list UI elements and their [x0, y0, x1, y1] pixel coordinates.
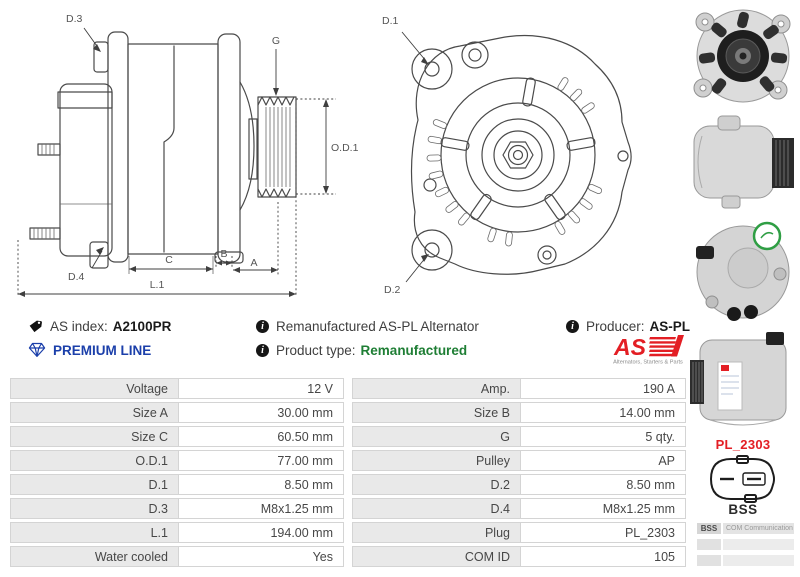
front-view-dimensions: D.1 D.2 — [382, 15, 429, 296]
spec-value: 8.50 mm — [178, 474, 344, 495]
as-index-value: A2100PR — [112, 318, 172, 334]
producer-value: AS-PL — [649, 318, 691, 334]
spec-label: D.4 — [352, 498, 520, 519]
product-type-row: i Product type: Remanufactured — [256, 338, 556, 362]
spec-label: O.D.1 — [10, 450, 178, 471]
info-circle-icon: i — [565, 319, 579, 333]
product-photo-labelled — [690, 332, 787, 426]
dim-label-a: A — [250, 257, 257, 269]
spec-value: 105 — [520, 546, 686, 567]
spec-value: M8x1.25 mm — [520, 498, 686, 519]
plug-code-label: PL_2303 — [715, 437, 771, 452]
spec-label: COM ID — [352, 546, 520, 567]
spec-value: 77.00 mm — [178, 450, 344, 471]
brand-logo: AS Alternators, Starters & Parts — [602, 335, 690, 366]
pin-table: BSS COM Communication — [697, 523, 794, 566]
dim-label-l1: L.1 — [150, 279, 165, 291]
product-photo-rear — [696, 221, 790, 321]
spec-label: G — [352, 426, 520, 447]
dim-label-b: B — [220, 248, 227, 260]
product-type-value: Remanufactured — [360, 342, 468, 358]
dim-label-d1: D.1 — [382, 15, 399, 27]
product-title: Remanufactured AS-PL Alternator — [276, 318, 479, 334]
info-band: AS index: A2100PR PREMIUM LINE i Remanuf… — [0, 306, 690, 374]
spec-label: Plug — [352, 522, 520, 543]
producer-label: Producer: — [585, 318, 645, 334]
dim-label-d2: D.2 — [384, 284, 401, 296]
product-type-label: Product type: — [276, 342, 356, 358]
spec-value: 12 V — [178, 378, 344, 399]
pin-description — [723, 555, 794, 566]
product-photo-side — [693, 115, 794, 209]
tag-icon — [29, 320, 42, 332]
spec-label: D.1 — [10, 474, 178, 495]
diamond-icon — [28, 342, 46, 357]
product-photo-column — [688, 4, 798, 436]
as-pl-logo: AS Alternators, Starters & Parts — [613, 335, 684, 366]
spec-value: PL_2303 — [520, 522, 686, 543]
spec-label: Size C — [10, 426, 178, 447]
pin-description: COM Communication — [723, 523, 794, 534]
product-photo-front — [693, 9, 791, 103]
spec-value: 8.50 mm — [520, 474, 686, 495]
premium-line-row: PREMIUM LINE — [28, 338, 256, 362]
dim-label-d4: D.4 — [68, 271, 85, 283]
brand-tagline: Alternators, Starters & Parts — [613, 360, 683, 366]
spec-value: M8x1.25 mm — [178, 498, 344, 519]
as-index-row: AS index: A2100PR — [28, 314, 256, 338]
spec-label: Size A — [10, 402, 178, 423]
side-view-outline — [29, 31, 297, 269]
dim-label-d3: D.3 — [66, 13, 83, 25]
spec-value: 190 A — [520, 378, 686, 399]
spec-label: Amp. — [352, 378, 520, 399]
plug-connector-diagram — [710, 455, 775, 503]
spec-value: 30.00 mm — [178, 402, 344, 423]
vent-slots — [426, 77, 603, 247]
pin-row — [697, 539, 794, 550]
spec-label: Water cooled — [10, 546, 178, 567]
front-view-outline — [410, 34, 632, 275]
side-view-dimensions: O.D.1 G D.3 D.4 C B — [17, 13, 359, 297]
pin-id: BSS — [697, 523, 721, 534]
spec-value: Yes — [178, 546, 344, 567]
spec-value: 194.00 mm — [178, 522, 344, 543]
as-index-label: AS index: — [50, 318, 108, 334]
producer-row: i Producer: AS-PL — [565, 314, 691, 338]
spec-value: 14.00 mm — [520, 402, 686, 423]
dim-label-od1: O.D.1 — [331, 142, 359, 154]
spec-value: 60.50 mm — [178, 426, 344, 447]
spec-label: L.1 — [10, 522, 178, 543]
spec-value: 5 qty. — [520, 426, 686, 447]
pin-row — [697, 555, 794, 566]
pin-id — [697, 555, 721, 566]
product-title-row: i Remanufactured AS-PL Alternator — [256, 314, 556, 338]
alternator-front-view-diagram: D.1 D.2 — [382, 15, 632, 296]
pin-description — [723, 539, 794, 550]
premium-line-label: PREMIUM LINE — [53, 342, 152, 358]
pin-row: BSS COM Communication — [697, 523, 794, 534]
plug-name-label: BSS — [728, 502, 758, 517]
info-circle-icon: i — [256, 343, 269, 357]
spec-label: D.2 — [352, 474, 520, 495]
info-circle-icon: i — [256, 319, 269, 333]
as-logo-text: AS — [613, 335, 647, 360]
pin-id — [697, 539, 721, 550]
spec-label: Voltage — [10, 378, 178, 399]
dim-label-g: G — [272, 35, 280, 47]
spec-label: Pulley — [352, 450, 520, 471]
dim-label-c: C — [165, 254, 173, 266]
spec-value: AP — [520, 450, 686, 471]
spec-label: Size B — [352, 402, 520, 423]
alternator-side-view-diagram: O.D.1 G D.3 D.4 C B — [17, 13, 359, 297]
spec-label: D.3 — [10, 498, 178, 519]
